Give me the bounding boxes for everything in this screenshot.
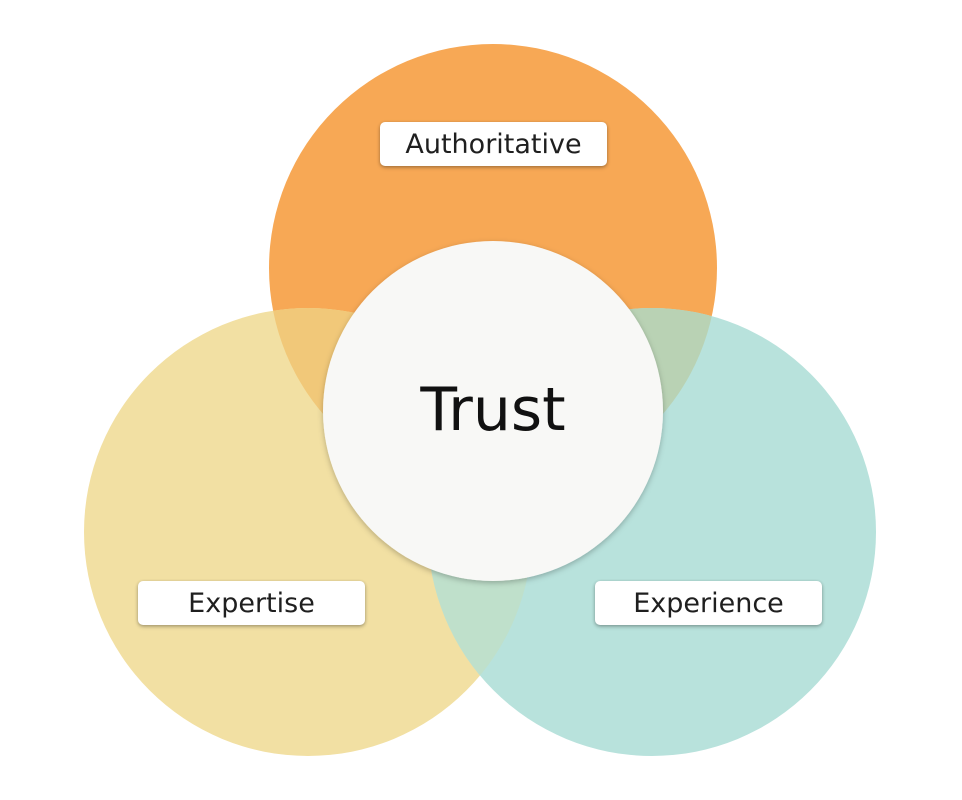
expertise-label: Expertise: [138, 581, 365, 625]
trust-circle: [323, 241, 663, 581]
trust-label: Trust: [420, 375, 566, 445]
authoritative-label: Authoritative: [380, 122, 607, 166]
experience-label: Experience: [595, 581, 822, 625]
